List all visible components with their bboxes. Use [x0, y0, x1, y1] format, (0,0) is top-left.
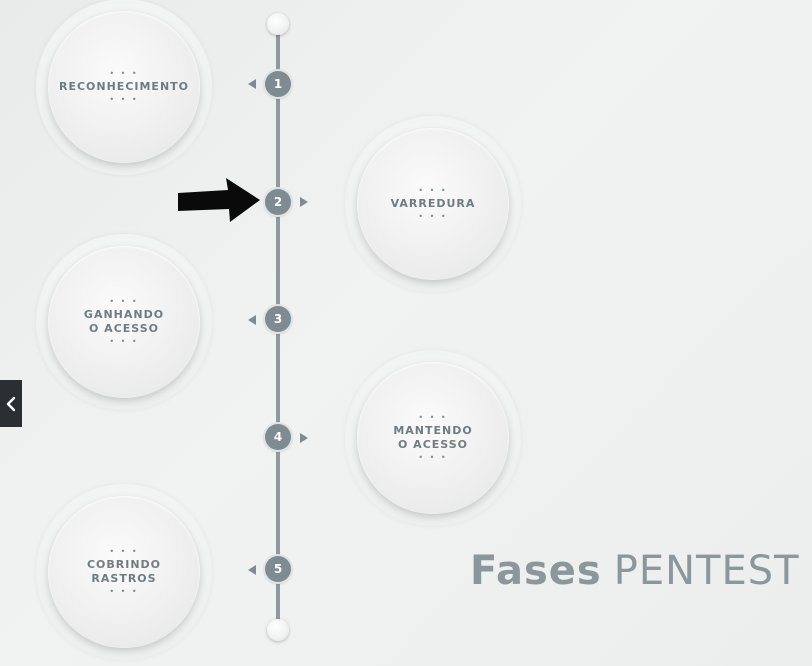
phase-2-pointer-triangle: [300, 197, 308, 207]
phase-circle-4: • • • MANTENDO O ACESSO • • •: [345, 350, 521, 526]
phase-3-label-line-2: O ACESSO: [89, 322, 159, 335]
phase-1-dots-top: • • •: [109, 69, 139, 78]
phase-3-dots-top: • • •: [109, 297, 139, 306]
phase-4-pointer-triangle: [300, 433, 308, 443]
phase-1-dots-bottom: • • •: [109, 95, 139, 104]
phase-1-pointer-triangle: [248, 79, 256, 89]
phase-1-label: RECONHECIMENTO: [59, 80, 189, 94]
title-part-pentest: PENTEST: [613, 548, 800, 594]
phase-circle-3-inner: • • • GANHANDO O ACESSO • • •: [48, 246, 200, 398]
phase-5-pointer-triangle: [248, 565, 256, 575]
phase-1-label-line-1: RECONHECIMENTO: [58, 80, 190, 93]
phase-3-label-line-1: GANHANDO: [83, 308, 165, 321]
step-number-2: 2: [265, 189, 291, 215]
step-number-4: 4: [265, 424, 291, 450]
phase-circle-1: • • • RECONHECIMENTO • • •: [36, 0, 212, 175]
phase-4-dots-bottom: • • •: [418, 453, 448, 462]
black-arrow-right-icon: [178, 178, 260, 222]
chevron-left-icon: [6, 396, 16, 411]
step-number-1: 1: [265, 71, 291, 97]
phase-5-label-line-1: COBRINDO: [86, 558, 162, 571]
phase-circle-2: • • • VARREDURA • • •: [345, 116, 521, 292]
phase-5-dots-top: • • •: [109, 547, 139, 556]
phase-2-label: VARREDURA: [391, 197, 476, 211]
phase-5-label-line-2: RASTROS: [91, 572, 157, 585]
phase-3-pointer-triangle: [248, 315, 256, 325]
phase-4-dots-top: • • •: [418, 413, 448, 422]
phase-2-label-line-1: VARREDURA: [390, 197, 476, 210]
phase-4-label: MANTENDO O ACESSO: [393, 424, 472, 452]
phase-5-label: COBRINDO RASTROS: [87, 558, 161, 586]
phase-2-dots-bottom: • • •: [418, 212, 448, 221]
step-number-5: 5: [265, 556, 291, 582]
phase-circle-2-inner: • • • VARREDURA • • •: [357, 128, 509, 280]
phase-circle-5: • • • COBRINDO RASTROS • • •: [36, 484, 212, 660]
phase-5-dots-bottom: • • •: [109, 587, 139, 596]
phase-circle-3: • • • GANHANDO O ACESSO • • •: [36, 234, 212, 410]
phase-circle-5-inner: • • • COBRINDO RASTROS • • •: [48, 496, 200, 648]
phase-3-label: GANHANDO O ACESSO: [84, 308, 164, 336]
title-part-fases: Fases: [470, 548, 602, 594]
phase-3-dots-bottom: • • •: [109, 337, 139, 346]
timeline-top-cap: [267, 13, 289, 35]
step-number-3: 3: [265, 306, 291, 332]
phase-circle-4-inner: • • • MANTENDO O ACESSO • • •: [357, 362, 509, 514]
phase-4-label-line-2: O ACESSO: [398, 438, 468, 451]
phase-4-label-line-1: MANTENDO: [393, 424, 473, 437]
timeline-bottom-cap: [267, 619, 289, 641]
phase-circle-1-inner: • • • RECONHECIMENTO • • •: [48, 11, 200, 163]
previous-slide-button[interactable]: [0, 380, 22, 427]
phase-2-dots-top: • • •: [418, 186, 448, 195]
